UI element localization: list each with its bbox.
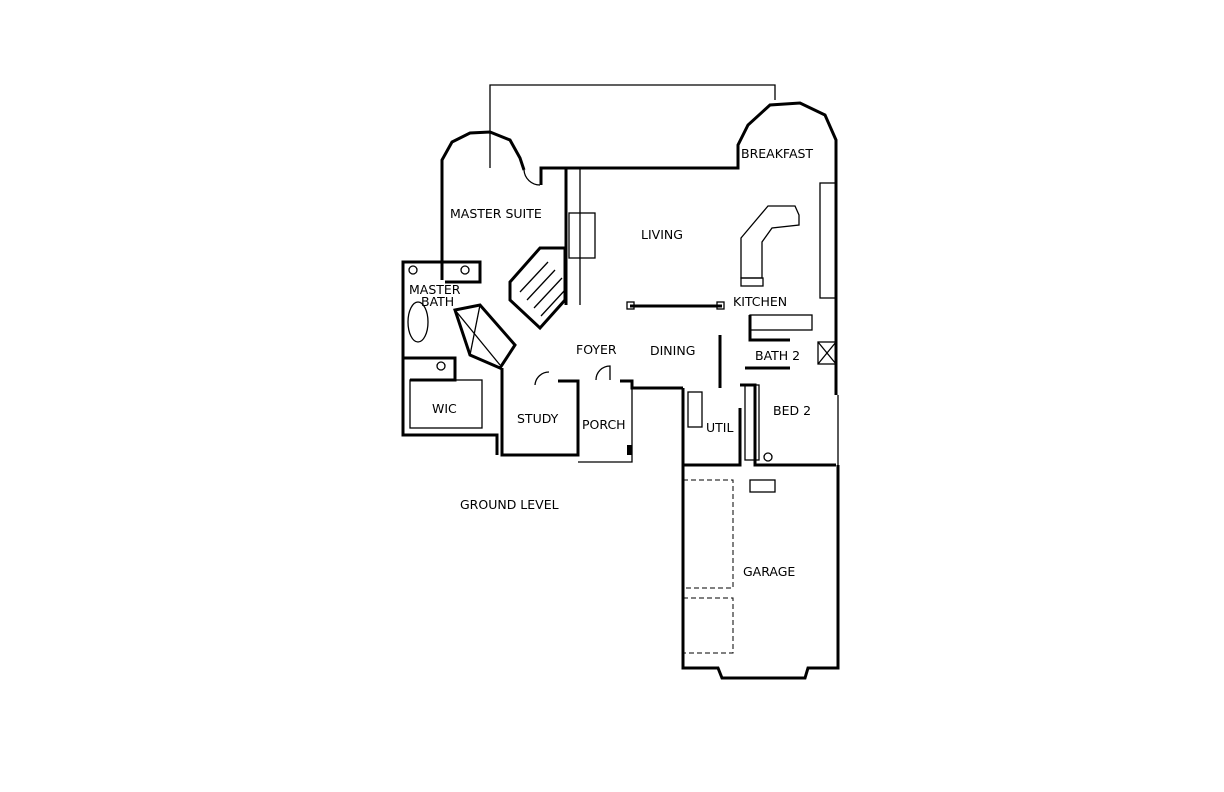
- rear-patio: [489, 84, 776, 168]
- linen-closet: [817, 341, 837, 365]
- room-label-garage: GARAGE: [743, 564, 795, 579]
- room-label-util: UTIL: [706, 420, 733, 435]
- bathtub: [407, 301, 429, 343]
- lower-stairs: [453, 303, 517, 370]
- room-label-master-suite: MASTER SUITE: [450, 206, 542, 221]
- room-label-kitchen: KITCHEN: [733, 294, 787, 309]
- porch-outline: [578, 388, 633, 463]
- rear-wall: [539, 101, 838, 395]
- room-label-foyer: FOYER: [576, 342, 617, 357]
- fireplace: [568, 212, 596, 259]
- closet: [744, 384, 760, 461]
- stair-x: [454, 309, 501, 366]
- stairs: [508, 246, 567, 331]
- front-door-swing: [595, 365, 611, 381]
- room-label-living: LIVING: [641, 227, 683, 242]
- util-wall: [681, 388, 742, 467]
- wic-shelves: [409, 379, 483, 429]
- stair-treads: [519, 261, 566, 317]
- kitchen-island: [740, 205, 800, 279]
- wic-wall: [403, 356, 457, 382]
- room-label-bath2: BATH 2: [755, 348, 800, 363]
- parking-space: [682, 597, 734, 654]
- parking-space: [682, 479, 734, 589]
- garage-wall: [681, 465, 840, 680]
- kitchen-counter: [819, 182, 837, 299]
- room-label-master-bath-2: BATH: [421, 294, 454, 309]
- garage-steps: [749, 479, 776, 493]
- island-end: [740, 277, 764, 287]
- column: [716, 301, 725, 310]
- master-bath-wall: [442, 260, 482, 284]
- room-label-study: STUDY: [517, 411, 559, 426]
- washer-dryer: [687, 391, 703, 428]
- study-wall: [500, 368, 580, 457]
- vanity: [749, 314, 813, 331]
- column: [626, 301, 635, 310]
- front-wall: [620, 379, 683, 390]
- room-label-dining: DINING: [650, 343, 695, 358]
- sink-icon: [436, 361, 446, 371]
- room-label-wic: WIC: [432, 401, 457, 416]
- porch-light: [627, 445, 632, 455]
- closet-x: [817, 341, 837, 365]
- west-wall: [401, 260, 499, 455]
- bed2-wall: [740, 383, 836, 467]
- room-label-master-bath: MASTER: [409, 282, 461, 297]
- water-heater: [763, 452, 773, 462]
- master-door-swing: [523, 169, 541, 186]
- sink-icon: [408, 265, 418, 275]
- bath2-wall: [748, 315, 790, 342]
- room-label-bed2: BED 2: [773, 403, 811, 418]
- room-label-breakfast: BREAKFAST: [741, 146, 813, 161]
- study-door-swing: [534, 371, 550, 386]
- master-suite-wall: [440, 130, 526, 280]
- room-label-porch: PORCH: [582, 417, 626, 432]
- level-label: GROUND LEVEL: [460, 497, 559, 512]
- toilet-icon: [460, 265, 470, 275]
- stair-x: [469, 304, 481, 356]
